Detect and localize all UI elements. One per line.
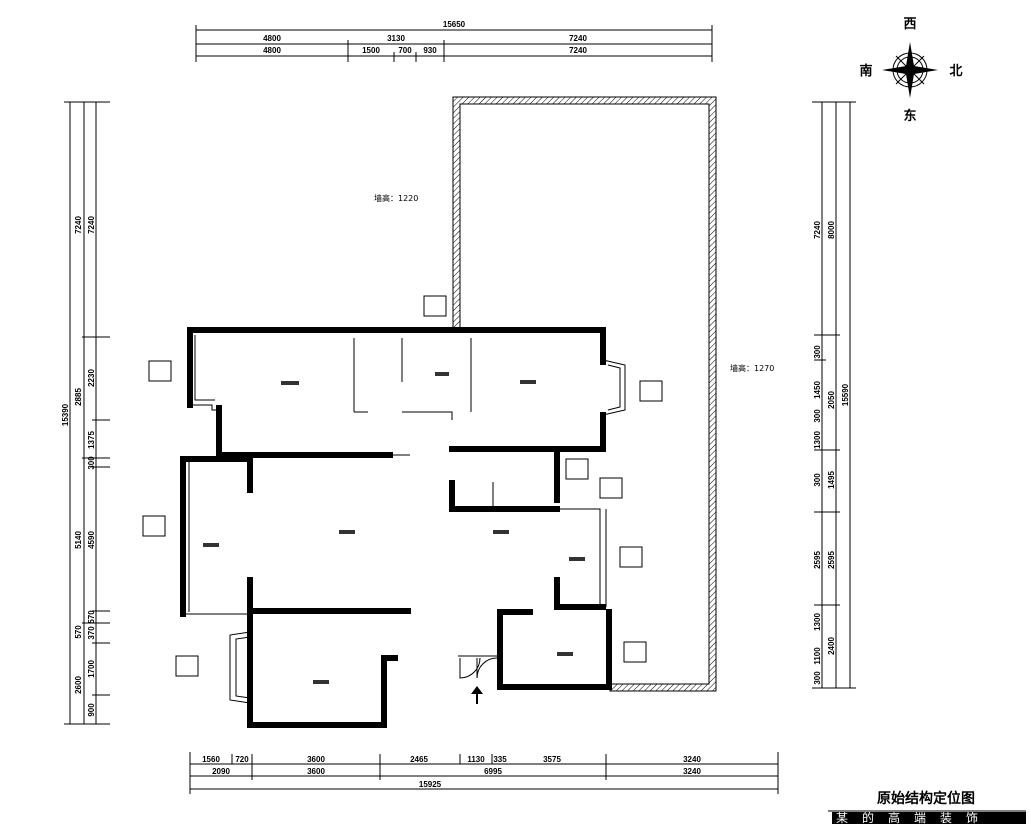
wall-height-label: 墙高：1220 — [374, 193, 418, 203]
dim-label: 2230 — [87, 369, 96, 387]
dim-label: 2595 — [827, 551, 836, 569]
compass-east: 东 — [903, 108, 916, 124]
company-subtitle: 某的高端装饰 — [836, 810, 992, 825]
dim-label: 3575 — [543, 755, 561, 764]
dim-label: 3240 — [683, 767, 701, 776]
dim-label: 1700 — [87, 660, 96, 678]
dim-label: 7240 — [87, 216, 96, 234]
dim-label: 300 — [813, 409, 822, 423]
compass-west: 西 — [903, 17, 916, 32]
entrance-arrow-icon — [471, 686, 483, 704]
compass-icon — [882, 42, 938, 98]
dim-label: 1560 — [202, 755, 220, 764]
dim-label: 1130 — [467, 755, 485, 764]
dim-label: 700 — [398, 46, 412, 55]
dim-label: 570 — [74, 625, 83, 639]
dim-label: 930 — [423, 46, 437, 55]
dim-label: 3240 — [683, 755, 701, 764]
left-total-dim: 15390 — [61, 403, 70, 426]
dim-label: 8000 — [827, 221, 836, 239]
dim-label: 3130 — [387, 34, 405, 43]
dim-label: 7240 — [569, 34, 587, 43]
window-tags — [142, 295, 663, 677]
dim-label: 3600 — [307, 767, 325, 776]
walls — [180, 327, 626, 728]
left-dimensions: 15390 7240 2885 5140 570 2600 7240 2230 … — [61, 101, 110, 725]
dim-label: 300 — [813, 473, 822, 487]
dim-label: 7240 — [569, 46, 587, 55]
dim-label: 2465 — [410, 755, 428, 764]
dim-label: 300 — [813, 345, 822, 359]
dim-label: 2400 — [827, 637, 836, 655]
dim-label: 5140 — [74, 531, 83, 549]
dim-label: 1375 — [87, 431, 96, 449]
dim-label: 2050 — [827, 391, 836, 409]
dim-label: 335 — [493, 755, 507, 764]
top-total-dim: 15650 — [443, 20, 466, 29]
dim-label: 2600 — [74, 676, 83, 694]
dim-label: 2885 — [74, 388, 83, 406]
right-dimensions: 7240 300 1450 300 1300 300 2595 1300 110… — [812, 101, 856, 689]
dim-label: 4800 — [263, 46, 281, 55]
dim-label: 2595 — [813, 551, 822, 569]
dim-label: 4800 — [263, 34, 281, 43]
dim-label: 1450 — [813, 381, 822, 399]
dim-label: 900 — [87, 703, 96, 717]
wall-height-label: 墙高：1270 — [730, 363, 774, 373]
dim-label: 1300 — [813, 431, 822, 449]
top-dimensions: 15650 4800 3130 7240 4800 1500 700 930 7… — [195, 20, 713, 62]
right-total-dim: 15590 — [841, 383, 850, 406]
dim-label: 6995 — [484, 767, 502, 776]
terrace — [452, 96, 717, 692]
dim-label: 7240 — [813, 221, 822, 239]
dim-label: 1300 — [813, 613, 822, 631]
dim-label: 570 — [87, 610, 96, 624]
bottom-total-dim: 15925 — [419, 780, 442, 789]
dim-label: 1500 — [362, 46, 380, 55]
title-bar — [832, 812, 1026, 824]
dim-label: 300 — [813, 671, 822, 685]
dim-label: 1495 — [827, 471, 836, 489]
dim-label: 1100 — [813, 647, 822, 665]
dim-label: 2090 — [212, 767, 230, 776]
bottom-dimensions: 1560 720 3600 2465 1130 335 3575 3240 20… — [189, 752, 779, 794]
compass-north: 北 — [949, 64, 962, 79]
compass-south: 南 — [859, 63, 872, 79]
dim-label: 7240 — [74, 216, 83, 234]
dim-label: 4590 — [87, 531, 96, 549]
dim-label: 300 — [87, 456, 96, 470]
drawing-title: 原始结构定位图 — [877, 790, 975, 807]
room-tags — [203, 372, 585, 684]
dim-label: 720 — [235, 755, 249, 764]
dim-label: 370 — [87, 626, 96, 640]
dim-label: 3600 — [307, 755, 325, 764]
